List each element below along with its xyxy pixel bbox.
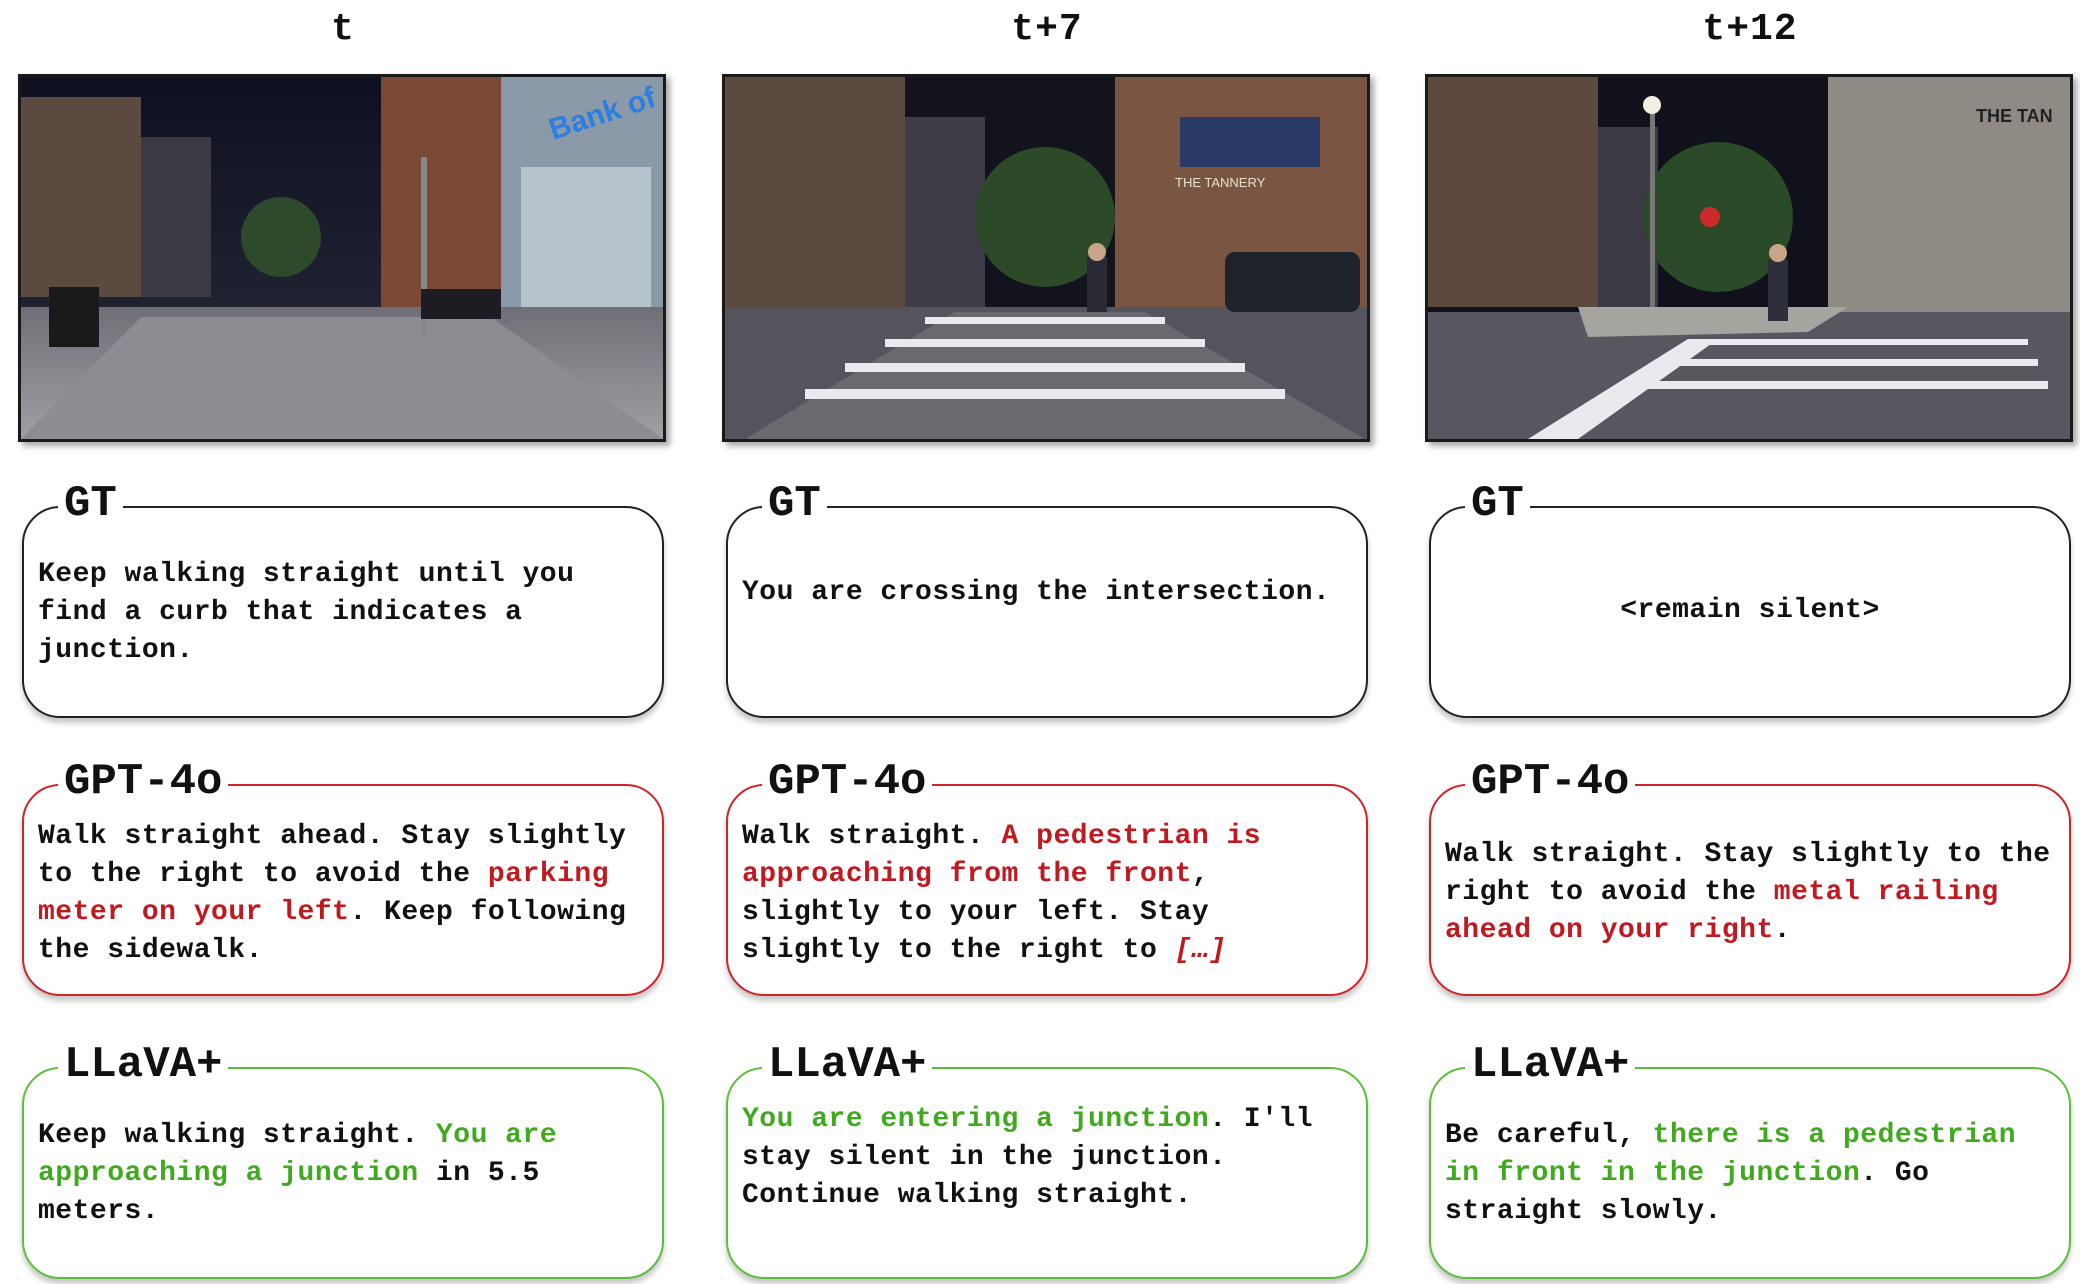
gpt4o-title: GPT-4o — [762, 756, 933, 808]
llava-box: LLaVA+ Keep walking straight. You are ap… — [22, 1039, 664, 1279]
crosswalk-stripes — [805, 317, 1285, 399]
gpt4o-text: Walk straight. Stay slightly to the righ… — [1445, 836, 2055, 950]
llava-box: LLaVA+ Be careful, there is a pedestrian… — [1429, 1039, 2071, 1279]
crosswalk-stripes — [1628, 339, 2048, 389]
time-label: t — [331, 8, 355, 51]
video-frame: THE TANNERY — [722, 74, 1370, 442]
gpt4o-box: GPT-4o Walk straight. A pedestrian is ap… — [726, 756, 1368, 996]
video-frame: THE TAN — [1425, 74, 2073, 442]
street-scene-image: THE TAN — [1428, 77, 2070, 439]
gt-text: You are crossing the intersection. — [742, 577, 1331, 608]
gt-text: Keep walking straight until you find a c… — [38, 559, 575, 666]
street-scene-image: Bank of A — [21, 77, 663, 439]
gt-box: GT You are crossing the intersection. — [726, 478, 1368, 718]
llava-title: LLaVA+ — [1465, 1039, 1636, 1091]
column-t-plus-12: t+12 THE TAN GT <remain silent> — [1425, 0, 2075, 1284]
llava-text: You are entering a junction. I'll stay s… — [742, 1101, 1352, 1215]
gpt4o-box: GPT-4o Walk straight. Stay slightly to t… — [1429, 756, 2071, 996]
gpt4o-text-segment: , slightly to your left. Stay slightly t… — [742, 859, 1210, 966]
gpt4o-text-segment: Walk straight. Stay slightly to the righ… — [1445, 839, 2051, 908]
time-label: t+12 — [1702, 8, 1798, 51]
gpt4o-error-highlight: parking meter on your left — [38, 859, 609, 928]
gpt4o-title: GPT-4o — [58, 756, 229, 808]
street-scene-image: THE TANNERY — [725, 77, 1367, 439]
llava-box: LLaVA+ You are entering a junction. I'll… — [726, 1039, 1368, 1279]
llava-text-segment: in 5.5 meters. — [38, 1158, 540, 1227]
gpt4o-error-highlight: metal railing ahead on your right — [1445, 877, 1999, 946]
gpt4o-text-segment: . Keep following the sidewalk. — [38, 897, 627, 966]
time-label: t+7 — [1011, 8, 1083, 51]
gt-title: GT — [58, 478, 123, 530]
gpt4o-text-segment: Walk straight. — [742, 821, 1002, 852]
gpt4o-text: Walk straight. A pedestrian is approachi… — [742, 818, 1352, 970]
llava-title: LLaVA+ — [762, 1039, 933, 1091]
gt-title: GT — [762, 478, 827, 530]
llava-text-segment: . Go straight slowly. — [1445, 1158, 1930, 1227]
gpt4o-text-segment: Walk straight ahead. Stay slightly to th… — [38, 821, 627, 890]
tannery-sign: THE TANNERY — [1175, 175, 1266, 190]
llava-correct-highlight: there is a pedestrian in front in the ju… — [1445, 1120, 2016, 1189]
column-t: t Bank of A GT Keep walking straight unt… — [18, 0, 668, 1284]
llava-text: Be careful, there is a pedestrian in fro… — [1445, 1117, 2055, 1231]
llava-correct-highlight: You are approaching a junction — [38, 1120, 558, 1189]
tannery-sign: THE TAN — [1976, 106, 2053, 126]
gpt4o-error-highlight: A pedestrian is approaching from the fro… — [742, 821, 1262, 890]
gt-box: GT <remain silent> — [1429, 478, 2071, 718]
gpt4o-box: GPT-4o Walk straight ahead. Stay slightl… — [22, 756, 664, 996]
gpt4o-text: Walk straight ahead. Stay slightly to th… — [38, 818, 648, 970]
video-frame: Bank of A — [18, 74, 666, 442]
gpt4o-text-segment: . — [1773, 915, 1792, 946]
gt-title: GT — [1465, 478, 1530, 530]
llava-text: Keep walking straight. You are approachi… — [38, 1117, 648, 1231]
llava-text-segment: Be careful, — [1445, 1120, 1653, 1151]
gpt4o-title: GPT-4o — [1465, 756, 1636, 808]
llava-title: LLaVA+ — [58, 1039, 229, 1091]
llava-text-segment: Keep walking straight. — [38, 1120, 436, 1151]
gpt4o-truncation-marker: […] — [1174, 935, 1227, 966]
gt-text: <remain silent> — [1620, 595, 1880, 626]
column-t-plus-7: t+7 THE TANNERY GT You are crossing the — [722, 0, 1372, 1284]
llava-correct-highlight: You are entering a junction — [742, 1104, 1210, 1135]
gt-box: GT Keep walking straight until you find … — [22, 478, 664, 718]
llava-text-segment: . I'll stay silent in the junction. Cont… — [742, 1104, 1314, 1211]
